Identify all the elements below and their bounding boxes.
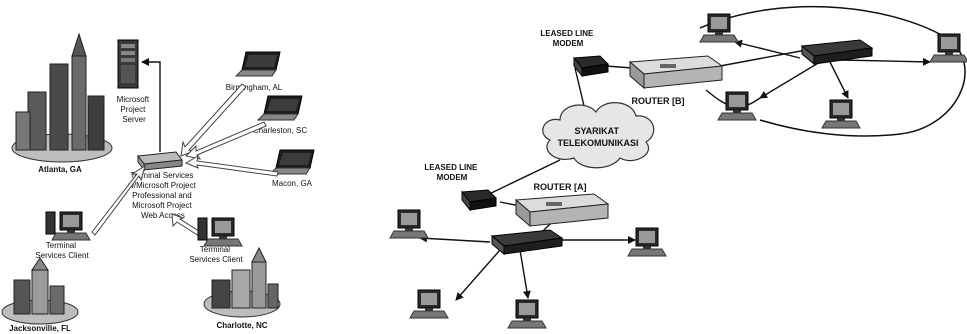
city-atlanta [11, 32, 113, 163]
bottom-switch-links [419, 213, 636, 301]
client-workstation-charlotte-icon [197, 217, 243, 247]
right-diagram: LEASED LINE MODEM ROUTER [B] SYARIKAT TE… [389, 5, 967, 329]
city-label-jacksonville: Jacksonville, FL [9, 324, 71, 333]
arrow-birmingham [180, 83, 247, 157]
modem-top-label: LEASED LINE MODEM [540, 29, 595, 48]
hub-to-server-arrow [141, 58, 161, 152]
laptop-icon-birmingham [235, 51, 281, 77]
router-b-icon [628, 55, 724, 90]
laptop-label-charleston: Charleston, SC [253, 126, 307, 135]
cloud-label: SYARIKAT TELEKOMUNIKASI [558, 126, 639, 148]
city-label-atlanta: Atlanta, GA [38, 165, 82, 174]
laptop-icon-charleston [257, 95, 303, 121]
top-lan-ring [699, 5, 966, 137]
laptop-connection-arrows [91, 83, 279, 239]
router-b-label: ROUTER [B] [632, 96, 685, 106]
switch-top-icon [800, 39, 874, 66]
computer-icon-bottom-3 [409, 289, 449, 319]
hub-label: Terminal Services w/Microsoft Project Pr… [127, 171, 198, 220]
left-diagram: Atlanta, GA Microsoft Project Server Ter… [1, 32, 315, 333]
arrow-macon [184, 155, 279, 177]
computer-icon-bottom-4 [507, 299, 547, 329]
terminal-services-hub-icon [137, 151, 183, 172]
router-a-label: ROUTER [A] [534, 182, 587, 192]
arrow-jacksonville-client [91, 164, 146, 236]
cloud-to-modem-bottom-line [484, 159, 561, 197]
client-label-charlotte: Terminal Services Client [189, 245, 243, 264]
client-workstation-jacksonville-icon [45, 211, 91, 241]
city-jacksonville [1, 257, 79, 325]
computer-icon-bottom-2 [627, 227, 667, 257]
computer-icon-bottom-1 [389, 209, 429, 239]
telecom-cloud [542, 102, 655, 169]
router-a-icon [514, 193, 610, 228]
city-label-charlotte: Charlotte, NC [216, 321, 267, 330]
arrow-charleston [184, 121, 267, 160]
modem-top-to-router-b-line [605, 65, 633, 69]
computer-icon-top-4 [821, 99, 861, 129]
leased-line-modem-top-icon [573, 55, 610, 78]
switch-bottom-icon [490, 229, 564, 256]
computer-icon-top-2 [929, 33, 967, 63]
modem-bottom-label: LEASED LINE MODEM [424, 163, 479, 182]
modem-top-to-cloud-line [574, 67, 586, 111]
computer-icon-top-1 [699, 13, 739, 43]
city-charlotte [203, 246, 281, 318]
client-label-jacksonville: Terminal Services Client [35, 241, 89, 260]
server-tower-icon [117, 39, 139, 89]
leased-line-modem-bottom-icon [461, 189, 498, 212]
laptop-label-macon: Macon, GA [272, 179, 313, 188]
laptop-icon-macon [269, 149, 315, 175]
server-label: Microsoft Project Server [117, 95, 152, 124]
computer-icon-top-3 [717, 91, 757, 121]
laptop-label-birmingham: Birmingham, AL [226, 83, 283, 92]
